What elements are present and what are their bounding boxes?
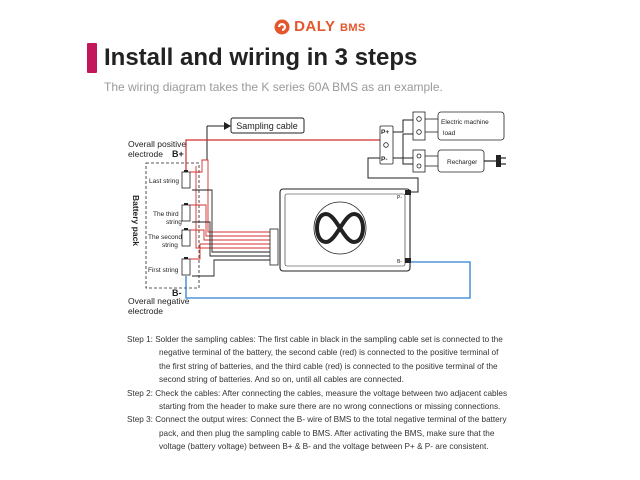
svg-text:string: string <box>162 242 178 249</box>
svg-text:electrode: electrode <box>128 306 163 316</box>
brand-header: DALY BMS <box>0 18 640 40</box>
sampling-wires-red <box>190 159 270 260</box>
b-plus-wire <box>185 139 380 170</box>
output-terminal-block: P+ P- <box>379 125 394 165</box>
overall-positive-label: Overall positive electrode B+ <box>128 139 186 159</box>
b-minus-wire <box>185 261 471 299</box>
svg-text:B-: B- <box>397 259 402 265</box>
plug-icon <box>496 155 501 167</box>
page-title: Install and wiring in 3 steps <box>104 44 418 71</box>
svg-text:Recharger: Recharger <box>447 159 478 166</box>
svg-text:Overall negative: Overall negative <box>128 296 190 306</box>
recharger-box: Recharger <box>412 149 506 173</box>
wiring-diagram: Sampling cable Overall positive electrod… <box>128 111 506 316</box>
svg-text:B+: B+ <box>172 149 184 159</box>
svg-text:P+: P+ <box>381 129 389 136</box>
battery-pack-label: Battery pack <box>131 195 141 246</box>
bms-board: P- B- <box>279 188 411 272</box>
step-2: Step 2: Check the cables: After connecti… <box>127 388 508 412</box>
step-1: Step 1: Solder the sampling cables: The … <box>127 335 503 385</box>
p-minus-wire <box>367 157 419 193</box>
title-accent-bar <box>87 43 97 73</box>
svg-text:P-: P- <box>381 156 388 163</box>
svg-text:P-: P- <box>397 195 402 201</box>
sampling-cable-text: Sampling cable <box>236 121 298 131</box>
sampling-cable-label: Sampling cable <box>206 117 305 160</box>
svg-text:Overall positive: Overall positive <box>128 139 186 149</box>
sampling-wires-black <box>192 189 270 277</box>
overall-negative-label: B- Overall negative electrode <box>128 288 190 316</box>
svg-text:string: string <box>166 219 182 226</box>
svg-text:load: load <box>443 130 456 137</box>
output-wires <box>393 119 413 165</box>
last-string-label: Last string <box>149 178 179 185</box>
third-string-label: The third <box>153 211 179 218</box>
page-subtitle: The wiring diagram takes the K series 60… <box>104 80 443 94</box>
second-string-label: The second <box>148 234 182 241</box>
battery-cells <box>181 171 191 276</box>
battery-pack-frame <box>145 162 200 289</box>
electric-machine-box: Electric machine load <box>412 111 505 141</box>
svg-text:B-: B- <box>172 288 182 298</box>
first-string-label: First string <box>148 267 179 274</box>
sampling-connector <box>269 228 279 266</box>
step-3: Step 3: Connect the output wires: Connec… <box>127 415 507 452</box>
daly-logo-icon <box>274 19 290 34</box>
svg-text:Electric machine: Electric machine <box>441 119 489 126</box>
bms-infinity-logo-icon <box>315 211 365 245</box>
steps-list: Step 1: Solder the sampling cables: The … <box>127 333 527 454</box>
svg-text:electrode: electrode <box>128 149 163 159</box>
brand-name: DALY BMS <box>294 18 366 35</box>
